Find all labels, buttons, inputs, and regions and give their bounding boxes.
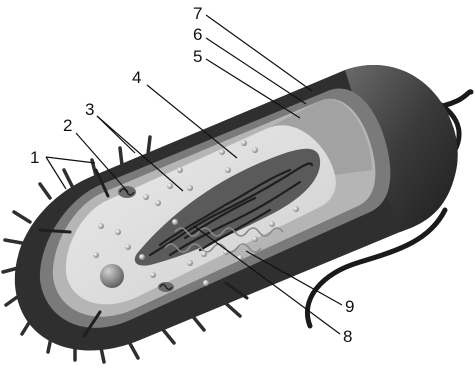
label-3: 3: [85, 100, 94, 119]
inclusion-body: [100, 264, 124, 288]
leader-7: [206, 15, 312, 91]
label-6: 6: [193, 25, 202, 44]
label-7: 7: [193, 4, 202, 23]
plasmid-2: [158, 282, 174, 292]
label-8: 8: [343, 327, 352, 346]
leader-1a: [46, 157, 95, 163]
label-9: 9: [345, 297, 354, 316]
label-5: 5: [193, 47, 202, 66]
leader-6: [206, 38, 306, 104]
label-1: 1: [30, 148, 39, 167]
plasmid: [118, 186, 136, 198]
label-2: 2: [63, 116, 72, 135]
label-4: 4: [132, 68, 141, 87]
leader-1b: [46, 157, 66, 189]
